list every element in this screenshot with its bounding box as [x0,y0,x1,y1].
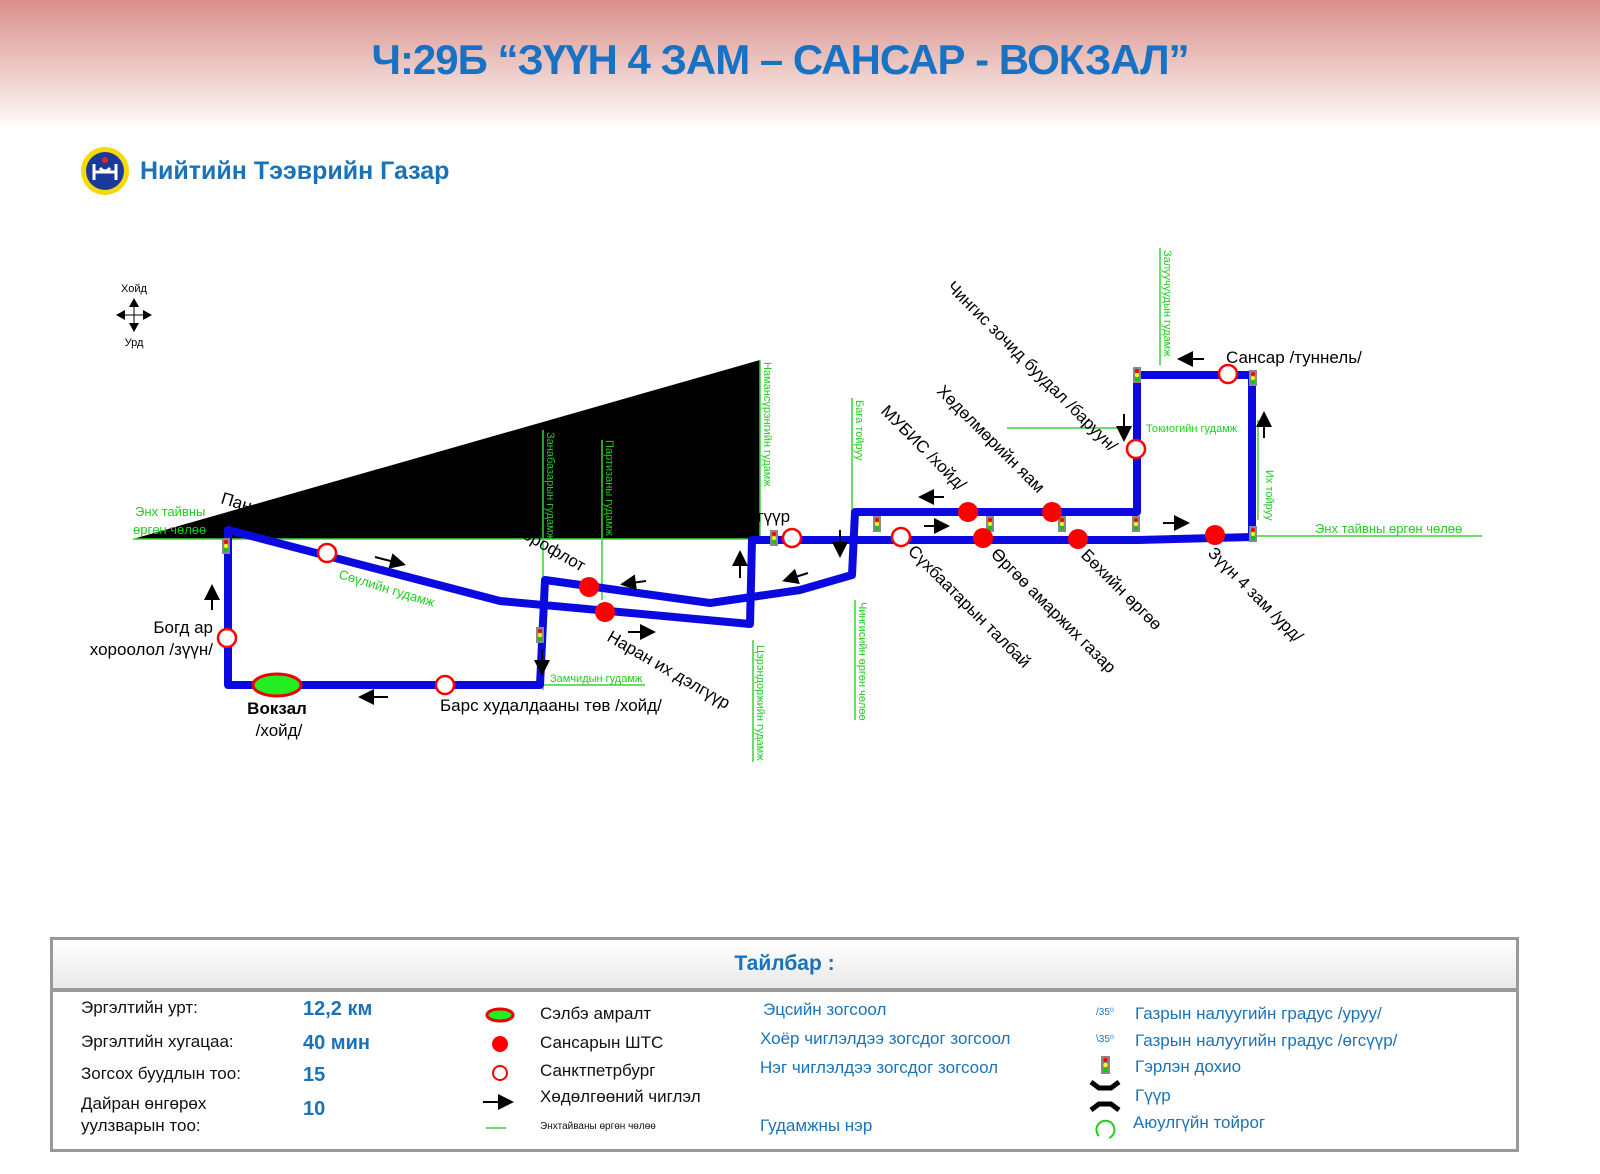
legend-label: Энхтайваны өргөн чөлөө [540,1121,656,1132]
street-label: Наманcүрэнгийн гудамж [761,362,773,487]
street-label: Партизаны гудамж [603,440,615,537]
stat-value: 10 [303,1098,326,1120]
street-label: Занабазарын гудамж [544,432,556,541]
stat-label: Эргэлтийн урт: [81,998,198,1017]
both-direction-stops [579,502,1225,622]
bridge-icon [1089,1080,1121,1112]
stop-label: Вокзал [247,699,307,718]
stop-label: Сансар /туннель/ [1226,348,1362,367]
logo-icon [81,147,129,195]
legend-label: Аюулгүйн тойрог [1133,1113,1266,1132]
legend-label: Эцсийн зогсоол [763,1000,887,1019]
legend-label: Санктпетрбург [540,1061,656,1080]
stop-label: хороолол /зүүн/ [90,640,213,659]
street-label: Цэрэндоржийн гудамж [754,645,766,761]
traffic-light-icon [770,530,778,546]
street-label: Энх тайвны өргөн чөлөө [1315,521,1462,536]
legend-label: Сэлбэ амралт [540,1004,652,1023]
legend-label: Гудамжны нэр [760,1116,873,1135]
traffic-light-icon [1133,367,1141,383]
compass-south: Урд [125,337,144,349]
street-label: Бага тойруу [853,400,865,461]
legend-title: Тайлбар : [53,940,1516,992]
stat-label: Дайран өнгөрөх [81,1094,207,1113]
street-label: Токиогийн гудамж [1146,423,1238,435]
traffic-light-icon [1101,1056,1110,1074]
rest-stop-icon [485,1007,515,1023]
stop-label: Барс худалдааны төв /хойд/ [440,696,662,715]
compass-north: Хойд [121,283,147,295]
compass: Хойд Урд [116,283,152,349]
legend-label: Сансарын ШТС [540,1033,664,1052]
page-title: Ч:29Б “ЗҮҮН 4 ЗАМ – САНСАР - ВОКЗАЛ” [371,36,1189,83]
header-band [0,0,1600,130]
stat-label: Эргэлтийн хугацаа: [81,1032,234,1051]
legend-symbols [483,1007,515,1129]
streets [133,248,1482,762]
legend-label: Хөдөлгөөний чиглэл [540,1087,701,1106]
stop-label: /хойд/ [256,721,303,740]
street-label: өргөн чөлөө [133,522,206,537]
traffic-light-icon [1249,370,1257,386]
terminal-stop-marker [251,672,303,698]
organization: Нийтийн Тээврийн Газар [80,146,449,196]
traffic-light-icon [986,516,994,532]
one-direction-stops [216,363,1239,696]
legend-label: Нэг чиглэлдээ зогсдог зогсоол [760,1058,999,1077]
traffic-lights [222,367,1257,643]
traffic-light-icon [873,516,881,532]
stat-value: 15 [303,1064,326,1086]
stat-value: 40 мин [303,1032,370,1054]
roundabout-icon [1095,1119,1116,1139]
stat-label: уулзварын тоо: [81,1116,201,1135]
traffic-light-icon [222,538,230,554]
stops [216,363,1239,698]
compass-arrows-icon [116,298,152,332]
slope-down-icon: /35⁰ [1096,1007,1114,1018]
street-label: Энх тайвны [135,504,205,519]
stop-label: Зүүн 4 зам /урд/ [1204,543,1307,646]
street-label: Их тойруу [1263,470,1275,521]
traffic-light-icon [1249,526,1257,542]
street-label: Чингисийн өргөн чөлөө [856,602,868,721]
legend-label: Гэрлэн дохио [1135,1057,1242,1076]
legend-label: Газрын налуугийн градус /өгсүүр/ [1135,1031,1398,1050]
traffic-light-icon [1132,516,1140,532]
stop-label: Богд ар [153,618,213,637]
hollow-stop-icon [492,1065,508,1081]
stop-label: Улсын их дэлгүүр [652,507,790,526]
legend: Тайлбар : Эргэлтийн урт: 12,2 км Эргэлти… [50,937,1519,1152]
bus-route-line [224,371,1256,689]
filled-stop-icon [492,1036,508,1052]
traffic-light-icon [1058,516,1066,532]
street-label: Замчидын гудамж [550,673,643,685]
slope-up-icon: \35⁰ [1096,1034,1114,1045]
stat-label: Зогсох буудлын тоо: [81,1064,241,1083]
street-label: Залуучуудын гудамж [1161,250,1173,357]
legend-label: Газрын налуугийн градус /уруу/ [1135,1004,1382,1023]
stat-value: 12,2 км [303,998,373,1020]
traffic-light-icon [536,627,544,643]
legend-label: Хоёр чиглэлдээ зогсдог зогсоол [760,1029,1011,1048]
legend-label: Гүүр [1135,1086,1171,1105]
direction-arrows [204,351,1272,705]
stop-label: Бөхийн өргөө [1077,545,1166,634]
organization-name: Нийтийн Тээврийн Газар [140,156,450,185]
